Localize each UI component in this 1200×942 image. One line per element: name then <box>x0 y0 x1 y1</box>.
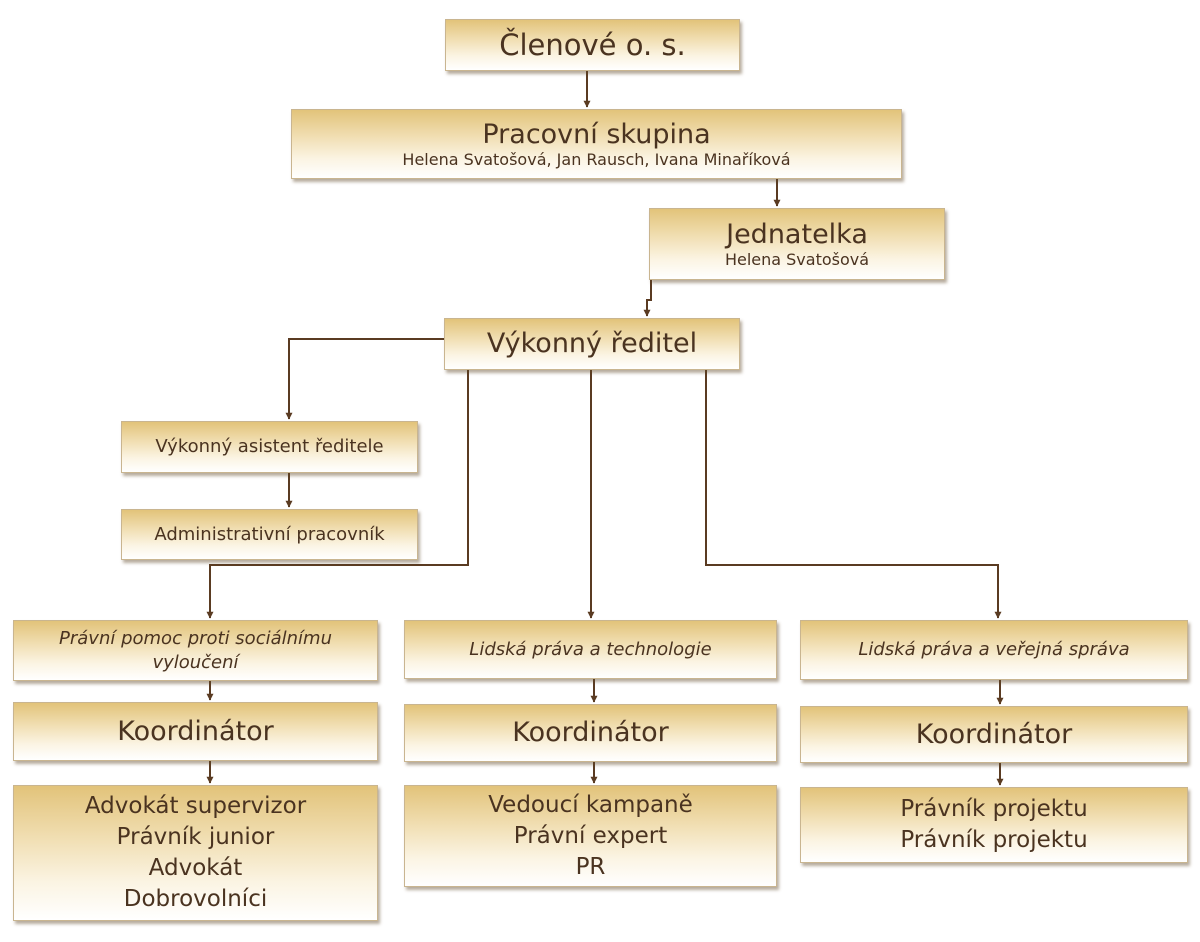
node-working-group-subtitle: Helena Svatošová, Jan Rausch, Ivana Mina… <box>402 149 791 169</box>
node-coordinator-3-title: Koordinátor <box>915 718 1073 750</box>
node-staff-3: Právník projektu Právník projektu <box>800 787 1188 863</box>
node-staff-1: Advokát supervizor Právník junior Advoká… <box>13 785 378 921</box>
node-coordinator-2-title: Koordinátor <box>512 717 669 748</box>
node-program-public-admin: Lidská práva a veřejná správa <box>800 620 1188 680</box>
node-program-public-admin-title: Lidská práva a veřejná správa <box>858 639 1130 660</box>
node-staff-1-line: Právník junior <box>116 824 275 850</box>
node-staff-2: Vedoucí kampaně Právní expert PR <box>404 785 777 887</box>
node-staff-3-line: Právník projektu <box>900 796 1088 822</box>
node-staff-1-line: Dobrovolníci <box>123 886 268 912</box>
node-program-tech-title: Lidská práva a technologie <box>469 638 712 660</box>
node-staff-1-line: Advokát <box>148 855 243 881</box>
node-staff-2-line: PR <box>575 853 606 880</box>
node-program-tech: Lidská práva a technologie <box>404 620 777 679</box>
node-staff-1-line: Advokát supervizor <box>84 793 307 819</box>
node-coordinator-2: Koordinátor <box>404 704 777 762</box>
node-admin-worker: Administrativní pracovník <box>121 509 418 560</box>
node-managing-director: Jednatelka Helena Svatošová <box>649 208 945 280</box>
node-program-legal-aid-title: Právní pomoc proti sociálnímu vyloučení <box>59 627 332 673</box>
node-executive-director: Výkonný ředitel <box>444 318 740 370</box>
edge-executive-director-assistant <box>285 338 444 420</box>
node-members-title: Členové o. s. <box>499 28 686 62</box>
node-admin-worker-title: Administrativní pracovník <box>154 523 385 545</box>
node-managing-director-title: Jednatelka <box>726 218 868 250</box>
node-members: Členové o. s. <box>445 19 740 71</box>
node-staff-3-line: Právník projektu <box>900 827 1088 853</box>
edge-executive-director-program-1 <box>206 370 469 619</box>
edge-executive-director-program-3 <box>705 370 1002 619</box>
node-coordinator-1-title: Koordinátor <box>117 715 274 747</box>
node-program-legal-aid: Právní pomoc proti sociálnímu vyloučení <box>13 620 378 681</box>
node-staff-2-line: Vedoucí kampaně <box>488 791 693 818</box>
node-working-group-title: Pracovní skupina <box>482 118 711 150</box>
node-coordinator-1: Koordinátor <box>13 702 378 761</box>
node-executive-director-title: Výkonný ředitel <box>486 328 698 359</box>
edge-managing-director-executive-director <box>643 280 652 317</box>
node-managing-director-subtitle: Helena Svatošová <box>724 249 870 269</box>
node-working-group: Pracovní skupina Helena Svatošová, Jan R… <box>291 109 902 179</box>
node-executive-assistant: Výkonný asistent ředitele <box>121 421 418 473</box>
node-staff-2-line: Právní expert <box>513 822 668 849</box>
node-executive-assistant-title: Výkonný asistent ředitele <box>155 436 384 457</box>
node-coordinator-3: Koordinátor <box>800 706 1188 763</box>
